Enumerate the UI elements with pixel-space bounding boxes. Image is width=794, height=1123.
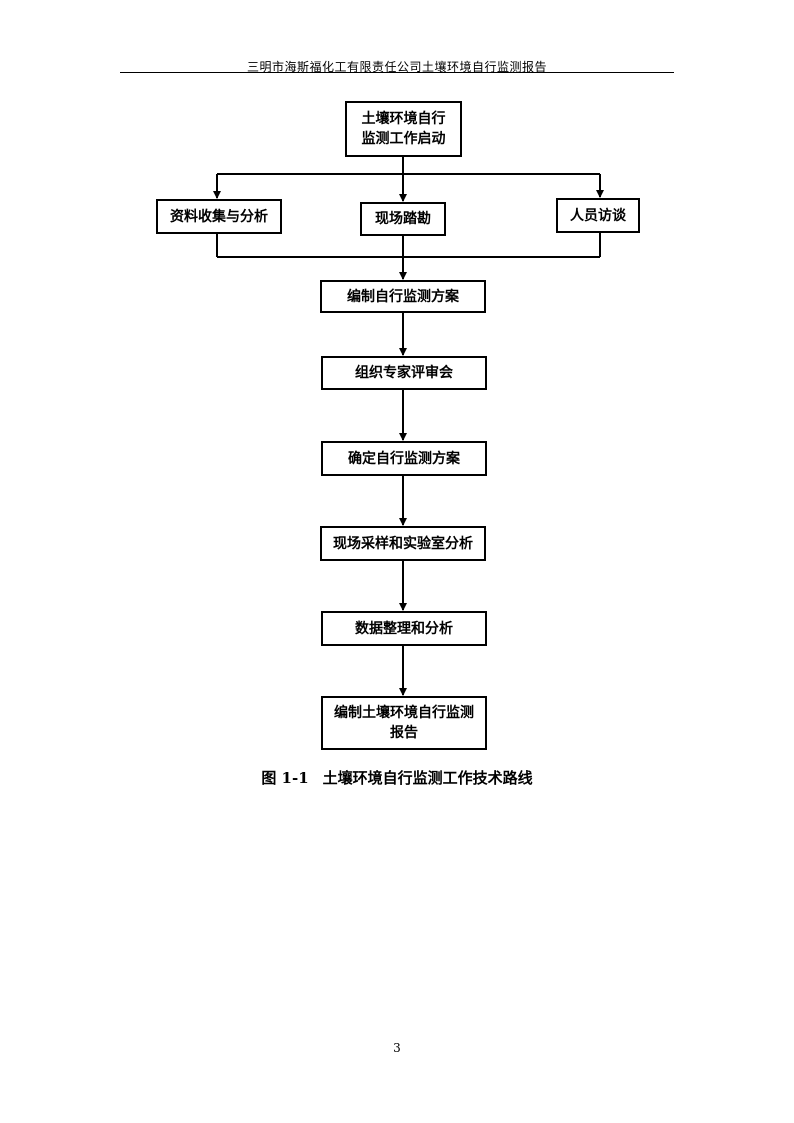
flow-step-2: 组织专家评审会 xyxy=(321,356,487,390)
flow-end-line1: 编制土壤环境自行监测 xyxy=(334,705,474,721)
flow-start-line2: 监测工作启动 xyxy=(361,131,446,147)
page-number: 3 xyxy=(393,1041,401,1055)
figure-caption: 图 1-1 土壤环境自行监测工作技术路线 xyxy=(0,767,794,788)
flow-step-1: 编制自行监测方案 xyxy=(320,280,486,313)
flow-start-line1: 土壤环境自行 xyxy=(361,111,446,127)
figure-number: 图 1-1 xyxy=(261,769,309,787)
header-rule xyxy=(120,72,674,73)
flow-step-5: 数据整理和分析 xyxy=(321,611,487,646)
flow-branch-data-collection: 资料收集与分析 xyxy=(156,199,282,234)
flow-end-box: 编制土壤环境自行监测 报告 xyxy=(321,696,487,750)
running-header: 三明市海斯福化工有限责任公司土壤环境自行监测报告 xyxy=(246,60,547,74)
figure-title: 土壤环境自行监测工作技术路线 xyxy=(322,769,533,787)
flow-step-3: 确定自行监测方案 xyxy=(321,441,487,476)
flow-end-line2: 报告 xyxy=(390,725,418,741)
flow-branch-site-survey: 现场踏勘 xyxy=(360,202,446,236)
flow-branch-interview: 人员访谈 xyxy=(556,198,640,233)
flow-start-box: 土壤环境自行 监测工作启动 xyxy=(345,101,462,157)
flow-step-4: 现场采样和实验室分析 xyxy=(320,526,486,561)
